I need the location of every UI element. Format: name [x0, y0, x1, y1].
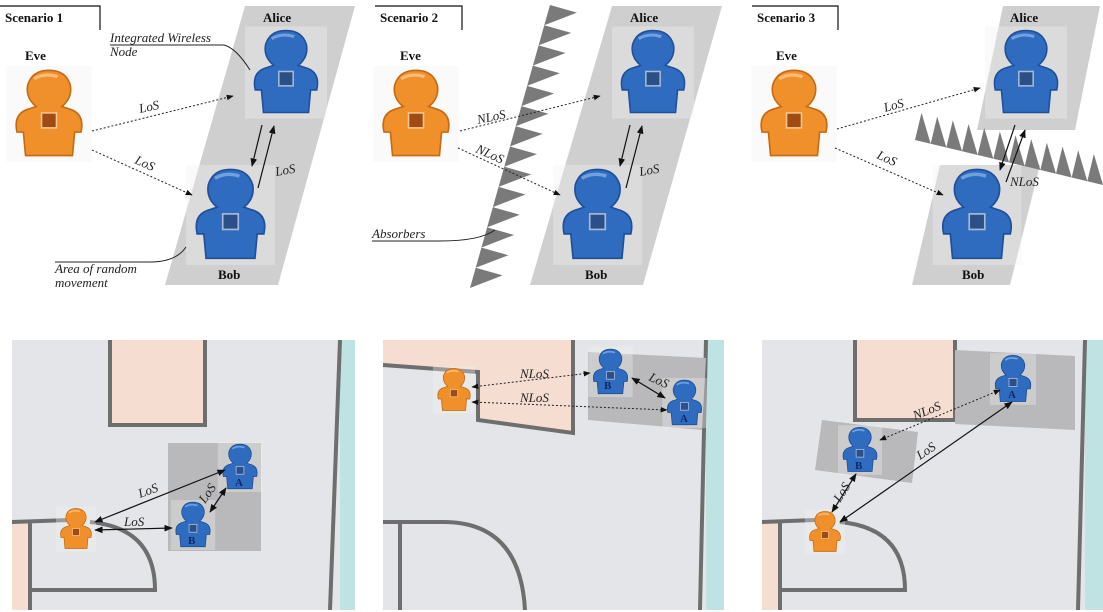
wall [383, 519, 527, 611]
alice-letter: A [235, 477, 243, 489]
link-eve-alice [836, 87, 981, 130]
map-1-link-2-label: LoS [123, 514, 145, 529]
scenario-2-title-frame [375, 5, 463, 30]
bob-letter: B [855, 460, 863, 472]
eve-icon [5, 66, 93, 162]
bob-letter: B [188, 535, 196, 547]
node-note: Integrated Wireless [109, 30, 211, 45]
scenario-1-title: Scenario 1 [5, 10, 63, 25]
absorbers-note-leader [372, 229, 496, 242]
eve-icon [433, 366, 475, 414]
link-eve-alice [91, 94, 234, 132]
link-eve-bob-label: NLoS [473, 141, 507, 167]
bob-icon [932, 165, 1022, 265]
link-eve-alice-label: NLoS [475, 106, 508, 127]
eve-icon [372, 66, 460, 162]
link-alice-bob-down [618, 124, 631, 167]
absorbers-note: Absorbers [371, 226, 425, 241]
scenario-2-title: Scenario 2 [380, 10, 438, 25]
eve-label: Eve [776, 48, 797, 63]
alice-icon [985, 25, 1067, 120]
alice-label: Alice [630, 10, 658, 25]
bob-icon [184, 165, 277, 265]
alice-label: Alice [263, 10, 291, 25]
water [706, 340, 724, 610]
scenario-3-title-frame [752, 5, 839, 30]
area-note-line2: movement [55, 275, 108, 290]
link-eve-alice [471, 399, 668, 413]
link-eve-alice [839, 401, 1013, 523]
link-eve-bob [831, 473, 857, 513]
alice-icon [245, 25, 327, 120]
alice-label: Alice [1010, 10, 1038, 25]
link-eve-alice [94, 469, 226, 523]
bob-label: Bob [585, 267, 607, 282]
link-alice-bob [209, 487, 227, 513]
link-eve-bob-label: LoS [874, 147, 900, 170]
absorber-wall [470, 5, 577, 288]
link-alice-bob-label: LoS [637, 161, 661, 180]
link-eve-bob [94, 524, 173, 534]
absorber-wall [915, 112, 1103, 185]
bob-letter: B [604, 380, 612, 392]
map-2-link-1-label: NLoS [519, 366, 549, 381]
room-top [12, 340, 205, 425]
bob-label: Bob [218, 267, 240, 282]
link-alice-bob [631, 377, 666, 399]
link-bob-alice-up [625, 125, 644, 189]
link-alice-bob-label: LoS [273, 161, 297, 180]
water [340, 340, 355, 610]
link-bob-alice-up [257, 125, 276, 189]
link-alice-bob-down [999, 124, 1016, 171]
wall [1076, 339, 1087, 611]
area-note: Area of random [54, 261, 137, 276]
link-eve-alice-label: LoS [881, 95, 906, 115]
scenario-3: Scenario 3 Eve Alice Bob LoS LoS NLoS [750, 5, 1103, 285]
eve-label: Eve [400, 48, 421, 63]
scenario-1: Scenario 1 Eve Alice Bob LoS LoS LoS Int… [0, 5, 355, 290]
node-note-leader [223, 44, 251, 71]
alice-letter: A [680, 413, 688, 425]
link-eve-bob-label: LoS [132, 152, 158, 175]
link-eve-alice [459, 94, 601, 132]
link-alice-bob-label: NLoS [1009, 174, 1039, 189]
room-bottom [12, 520, 30, 610]
map-1-link-1-label: LoS [135, 480, 161, 502]
eve-label: Eve [25, 48, 46, 63]
link-eve-alice-label: LoS [137, 97, 161, 116]
eve-icon [56, 505, 96, 553]
link-bob-alice-up [1005, 129, 1026, 183]
bob-label: Bob [962, 267, 984, 282]
node-note-line2: Node [109, 44, 138, 59]
scenario-3-title: Scenario 3 [757, 10, 816, 25]
room-bottom [762, 520, 782, 610]
map-1: A B LoS LoS LoS [11, 339, 355, 611]
eve-icon [805, 508, 845, 556]
map-3: A B NLoS LoS LoS [761, 339, 1103, 611]
alice-letter: A [1008, 389, 1016, 401]
map-2-link-2-label: NLoS [519, 390, 549, 405]
water [1085, 340, 1103, 610]
area-note-leader [55, 246, 187, 263]
wall [328, 339, 342, 611]
scenario-2: Scenario 2 Eve Alice Bob NLoS NLoS LoS A… [371, 5, 722, 288]
map-2: B A NLoS NLoS LoS [382, 339, 724, 611]
link-alice-bob-down [250, 124, 263, 167]
eve-icon [750, 66, 838, 162]
link-eve-bob [457, 147, 561, 196]
wall [108, 340, 207, 427]
scenario-1-title-frame [0, 5, 101, 30]
alice-icon [612, 25, 694, 120]
